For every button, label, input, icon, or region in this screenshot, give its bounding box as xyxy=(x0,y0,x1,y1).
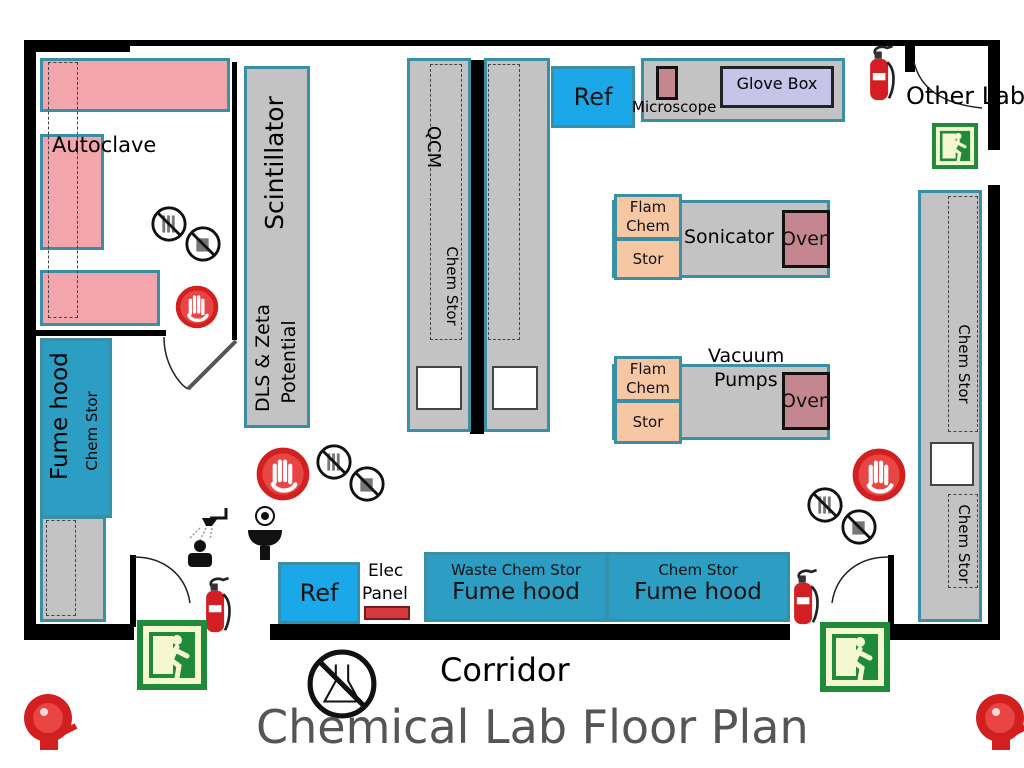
safety-shower-icon xyxy=(188,508,228,567)
bench-right-chem-stor xyxy=(918,190,982,622)
bench-scintillator xyxy=(244,66,310,428)
no-drink-icon xyxy=(348,465,386,503)
bench-left-lower xyxy=(40,270,160,326)
glove-box-label: Glove Box xyxy=(736,74,818,93)
wall-center-divider xyxy=(470,60,484,434)
bench-autoclave xyxy=(40,134,104,250)
dashed-storage-center xyxy=(488,64,520,340)
wall-other-lab xyxy=(905,42,915,72)
oven-top: Oven xyxy=(781,210,831,268)
fire-alarm-bell-icon xyxy=(20,690,80,754)
vacuum-label-1: Vacuum xyxy=(708,345,785,367)
eyewash-station-icon xyxy=(248,506,282,560)
stor-bottom: Stor xyxy=(614,400,682,444)
no-touch-hazard-icon xyxy=(252,443,314,505)
wall-top-mid xyxy=(130,40,530,46)
no-food-icon xyxy=(806,486,844,524)
stor-top: Stor xyxy=(614,238,682,280)
dashed-storage-left-bottom xyxy=(46,520,76,616)
wall-autoclave-bottom xyxy=(36,330,166,336)
emergency-exit-icon xyxy=(820,622,890,692)
microscope-unit xyxy=(656,66,678,100)
waste-chem-stor-label: Waste Chem Stor xyxy=(450,561,582,579)
dashed-storage-autoclave xyxy=(48,62,78,318)
sonicator-label: Sonicator xyxy=(684,226,774,248)
bench-top-left xyxy=(40,58,230,112)
door-swing-left-exit[interactable] xyxy=(134,555,194,605)
no-touch-hazard-icon xyxy=(848,444,910,506)
microscope-label: Microscope xyxy=(632,98,717,116)
corridor-label: Corridor xyxy=(440,651,570,689)
no-food-icon xyxy=(150,205,188,243)
fume-hood-left-label: Fume hood xyxy=(47,352,73,480)
fume-hood-bottom-2-label: Fume hood xyxy=(634,579,762,605)
potential-label: Potential xyxy=(278,320,300,404)
fume-hood-bottom-1: Waste Chem Stor Fume hood xyxy=(424,552,608,622)
sink-center xyxy=(492,366,538,410)
emergency-exit-icon xyxy=(136,620,208,690)
wall-bottom-mid xyxy=(270,624,790,640)
refrigerator-top: Ref xyxy=(551,66,635,128)
refrigerator-bottom: Ref xyxy=(278,562,360,624)
bench-left-bottom xyxy=(40,516,106,622)
fire-extinguisher-icon xyxy=(862,40,898,108)
wall-right-lower xyxy=(988,185,1000,640)
wall-autoclave-right xyxy=(232,62,237,340)
elec-panel-label-2: Panel xyxy=(362,584,408,604)
no-touch-hazard-icon xyxy=(172,282,222,332)
ref-bottom-label: Ref xyxy=(299,579,339,607)
ref-top-label: Ref xyxy=(573,83,613,111)
door-swing-autoclave[interactable] xyxy=(160,335,240,395)
sink-qcm xyxy=(416,366,462,410)
wall-bottom-left xyxy=(24,624,134,640)
dashed-right-chem-stor-lower xyxy=(948,494,978,588)
wall-door-left-post xyxy=(130,555,136,627)
oven-bottom: Oven xyxy=(781,372,831,430)
door-swing-right-exit[interactable] xyxy=(830,555,890,605)
wall-bottom-right xyxy=(890,624,1000,640)
wall-left xyxy=(24,40,36,640)
wall-top-right xyxy=(526,40,1000,46)
fire-alarm-bell-icon xyxy=(972,690,1024,754)
fume-hood-bottom-1-label: Fume hood xyxy=(452,579,580,605)
no-drink-icon xyxy=(840,508,878,546)
electrical-panel xyxy=(364,606,410,620)
dls-label: DLS & Zeta xyxy=(252,304,274,412)
no-drink-icon xyxy=(184,225,222,263)
wall-door-right-post xyxy=(888,555,894,627)
qcm-label: QCM xyxy=(423,125,444,169)
dashed-right-chem-stor-upper xyxy=(948,196,978,432)
fire-extinguisher-icon xyxy=(786,564,822,632)
fume-hood-bottom-2: Chem Stor Fume hood xyxy=(606,552,790,622)
autoclave-label: Autoclave xyxy=(52,133,157,157)
fume-hood-left-chem-stor: Chem Stor xyxy=(83,391,101,471)
page-title: Chemical Lab Floor Plan xyxy=(256,700,809,754)
right-chem-stor-label-lower: Chem Stor xyxy=(955,504,973,584)
chem-stor-bottom-label: Chem Stor xyxy=(658,561,738,579)
vacuum-label-2: Pumps xyxy=(714,369,778,391)
scintillator-label: Scintillator xyxy=(260,96,289,230)
wall-top-left xyxy=(24,40,130,52)
right-chem-stor-label-upper: Chem Stor xyxy=(955,324,973,404)
fume-hood-left xyxy=(40,338,112,518)
sink-right xyxy=(930,442,974,486)
qcm-chem-stor-label: Chem Stor xyxy=(443,246,461,326)
elec-panel-label-1: Elec xyxy=(368,561,404,581)
emergency-exit-icon xyxy=(932,122,978,170)
glove-box: Glove Box xyxy=(720,66,834,108)
dashed-chem-stor-qcm xyxy=(430,64,462,340)
door-swing-other-lab[interactable] xyxy=(912,58,992,118)
wall-right-upper xyxy=(988,40,1000,150)
other-lab-label: Other Lab xyxy=(906,82,1024,110)
